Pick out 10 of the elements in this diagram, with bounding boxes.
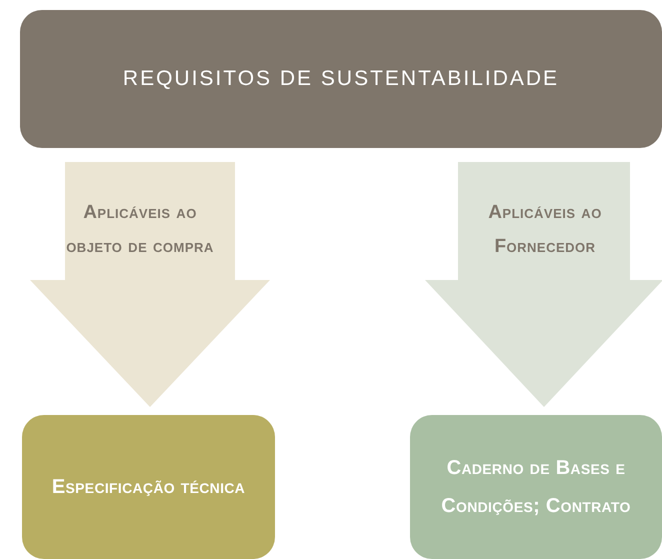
box-label: Caderno de Bases e Condições; Contrato [440, 456, 632, 519]
block-arrow [30, 162, 270, 407]
process-box [22, 415, 275, 559]
box-label: Especificação técnica [52, 475, 246, 500]
edge-label: Aplicáveis ao objeto de compra [65, 201, 215, 259]
box-label: REQUISITOS DE SUSTENTABILIDADE [122, 66, 560, 92]
process-box [410, 415, 662, 559]
edge-label: Aplicáveis ao Fornecedor [487, 201, 603, 259]
process-box [20, 10, 662, 148]
block-arrow [425, 162, 662, 407]
